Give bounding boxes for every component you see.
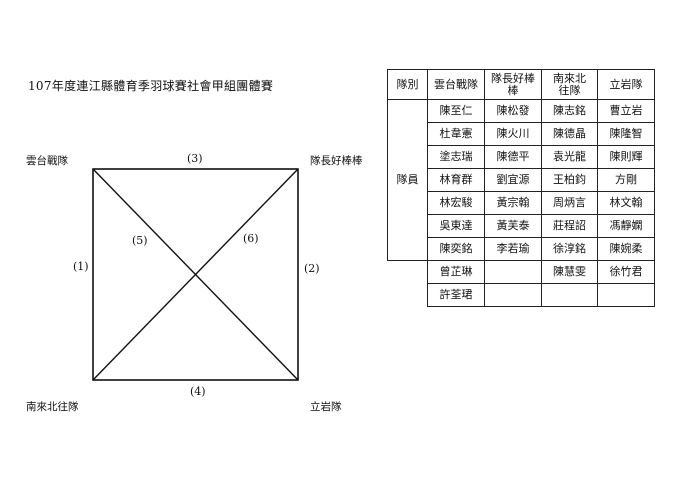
match-label-1: (1) [73,260,89,273]
table-cell: 塗志瑞 [427,145,485,169]
table-row: 許荃珺 [388,283,655,307]
header-team-1: 雲台戰隊 [427,69,485,100]
table-row: 曾芷琳 陳慧雯 徐竹君 [387,260,655,284]
table-cell: 林宏駿 [427,191,485,215]
table-cell: 陳志銘 [541,99,598,123]
table-cell: 李若瑜 [484,237,542,261]
table-row: 林育群 劉宜源 王柏鈞 方剛 [388,168,655,192]
table-cell: 曹立岩 [597,99,655,123]
match-label-2: (2) [304,262,320,275]
table-row: 林宏駿 黃宗翰 周炳言 林文翰 [388,191,655,215]
table-cell: 黃宗翰 [484,191,542,215]
table-cell: 徐竹君 [597,260,655,284]
members-label: 隊員 [387,99,428,261]
table-cell: 陳奕銘 [427,237,485,261]
table-cell: 陳慧雯 [541,260,598,284]
table-cell: 黃芙泰 [484,214,542,238]
table-row: 陳奕銘 李若瑜 徐淳銘 陳婉柔 [388,237,655,261]
header-team-label: 隊別 [387,69,428,100]
table-cell: 陳火川 [484,122,542,146]
table-cell: 徐淳銘 [541,237,598,261]
table-cell: 陳則輝 [597,145,655,169]
team-roster-table: 隊別 雲台戰隊 隊長好棒棒 南來北往隊 立岩隊 隊員 陳至仁 陳松發 陳志銘 曹… [387,69,655,307]
table-cell: 陳德晶 [541,122,598,146]
table-header-row: 隊別 雲台戰隊 隊長好棒棒 南來北往隊 立岩隊 [387,69,655,100]
table-cell: 王柏鈞 [541,168,598,192]
table-cell: 陳婉柔 [597,237,655,261]
table-row: 塗志瑞 陳德平 袁光龍 陳則輝 [388,145,655,169]
table-cell [484,283,542,307]
match-label-4: (4) [190,385,206,398]
table-cell: 許荃珺 [427,283,485,307]
diagonal-6 [92,168,299,381]
table-row: 吳東達 黃芙泰 莊程詔 馮靜嫻 [388,214,655,238]
empty-corner-cell [388,284,428,307]
table-row: 隊員 陳至仁 陳松發 陳志銘 曹立岩 [387,99,655,261]
header-team-2: 隊長好棒棒 [484,69,542,100]
table-cell: 方剛 [597,168,655,192]
table-cell: 林文翰 [597,191,655,215]
corner-team-top-left: 雲台戰隊 [26,155,68,167]
corner-team-bottom-right: 立岩隊 [310,401,342,413]
empty-corner-cell [387,260,428,284]
table-cell [597,283,655,307]
table-cell: 林育群 [427,168,485,192]
table-row: 杜韋憲 陳火川 陳德晶 陳隆智 [388,122,655,146]
table-cell: 馮靜嫻 [597,214,655,238]
corner-team-bottom-left: 南來北往隊 [26,401,79,413]
table-cell: 陳至仁 [427,99,485,123]
table-cell: 袁光龍 [541,145,598,169]
table-cell: 陳松發 [484,99,542,123]
table-cell: 周炳言 [541,191,598,215]
table-cell: 吳東達 [427,214,485,238]
table-cell: 杜韋憲 [427,122,485,146]
match-label-3: (3) [187,152,203,165]
match-square [92,168,299,381]
table-cell: 陳德平 [484,145,542,169]
match-label-5: (5) [132,234,148,247]
header-team-3: 南來北往隊 [541,69,598,100]
table-cell: 陳隆智 [597,122,655,146]
table-cell: 劉宜源 [484,168,542,192]
table-cell [484,260,542,284]
table-cell: 莊程詔 [541,214,598,238]
header-team-4: 立岩隊 [597,69,655,100]
table-cell: 曾芷琳 [427,260,485,284]
page-title: 107年度連江縣體育季羽球賽社會甲組團體賽 [28,79,274,93]
corner-team-top-right: 隊長好棒棒 [310,155,363,167]
match-label-6: (6) [243,232,259,245]
table-cell [541,283,598,307]
